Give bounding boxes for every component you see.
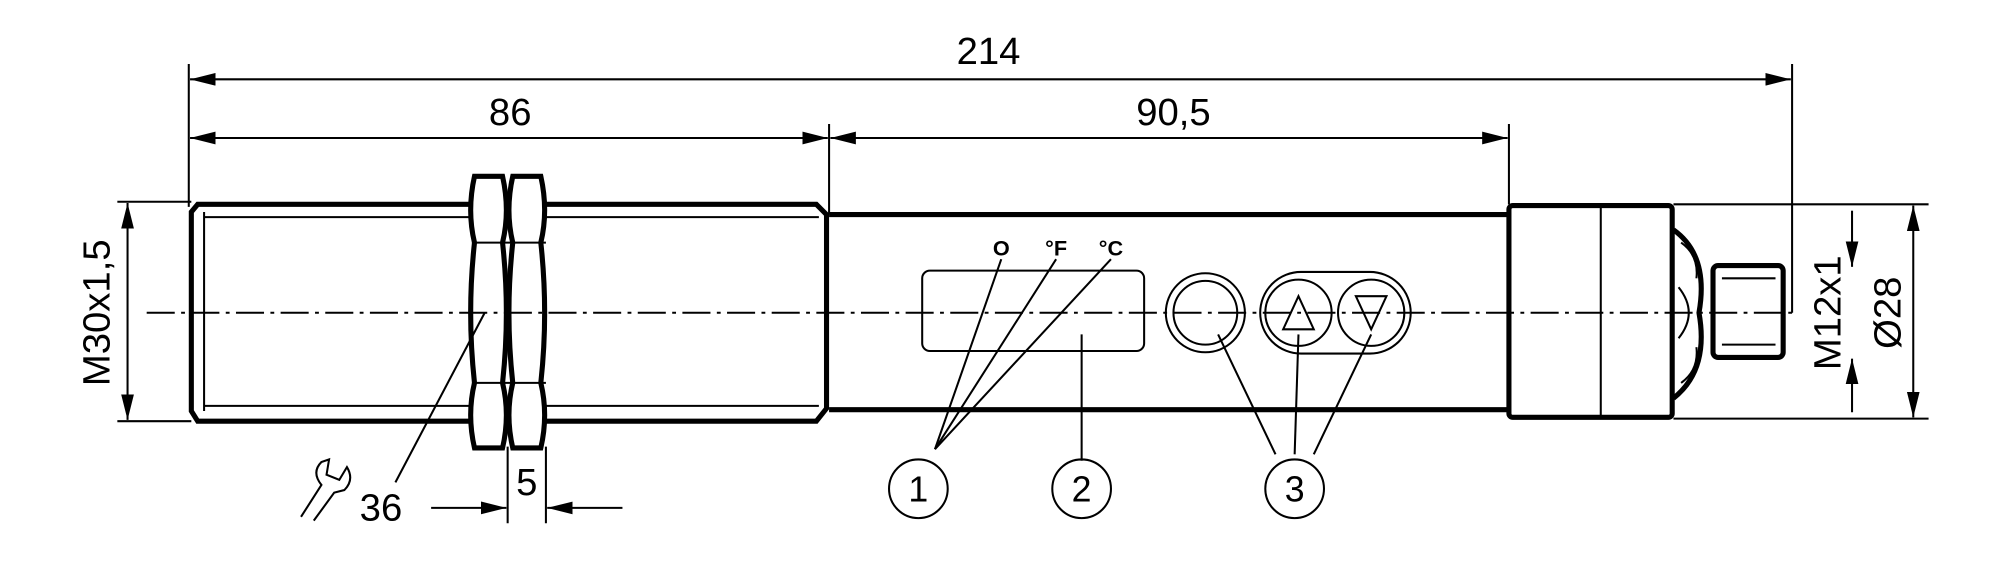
- wrench-size-label: 36: [360, 487, 403, 530]
- extension-lines: [117, 64, 1929, 524]
- svg-text:1: 1: [908, 470, 928, 510]
- nut-width-label: 5: [516, 461, 537, 504]
- diameter-label: Ø28: [1867, 277, 1910, 349]
- sensor-body: [829, 211, 1509, 413]
- thread-length-label: 86: [489, 91, 532, 134]
- thread-size-label: M30x1,5: [76, 239, 119, 386]
- callout-2: 2: [1051, 458, 1112, 520]
- wrench-icon: [300, 457, 352, 522]
- celsius-symbol: °C: [1099, 235, 1124, 260]
- callout-3: 3: [1264, 458, 1325, 520]
- dimension-lines: [121, 72, 1920, 515]
- display-window: [921, 269, 1146, 353]
- leader-lines: [394, 258, 1373, 483]
- body-length-label: 90,5: [1136, 91, 1210, 134]
- lock-nuts: [468, 173, 548, 451]
- callout-1: 1: [888, 458, 949, 520]
- connector-housing: [1506, 203, 1786, 420]
- fahrenheit-symbol: °F: [1045, 235, 1067, 260]
- switch-state-symbol: O: [993, 235, 1010, 260]
- connector-thread-label: M12x1: [1807, 255, 1850, 370]
- svg-text:2: 2: [1072, 470, 1092, 510]
- svg-text:3: 3: [1285, 470, 1305, 510]
- overall-length-label: 214: [957, 30, 1021, 73]
